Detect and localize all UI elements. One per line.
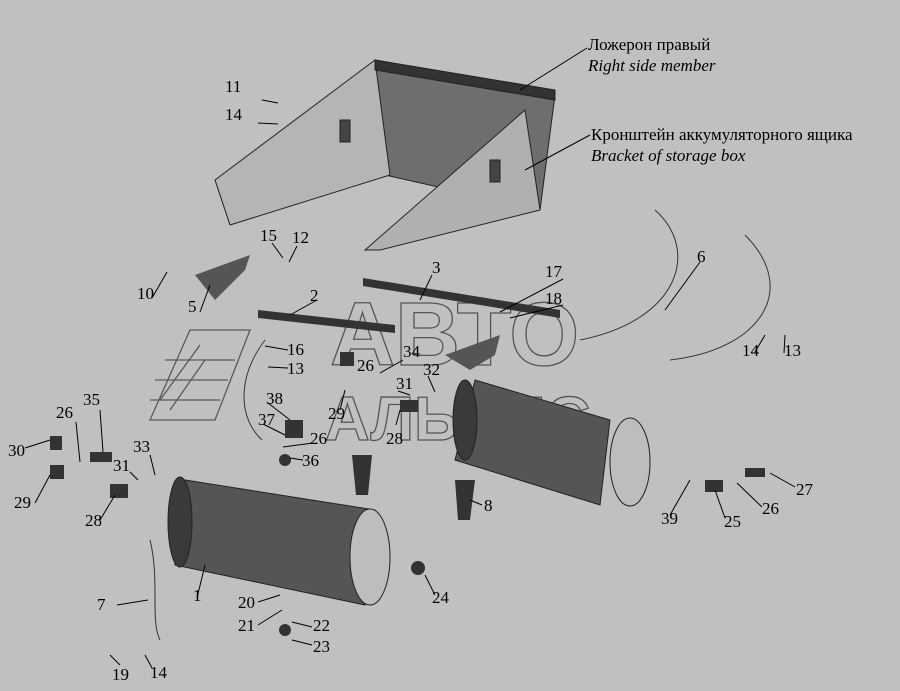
part-number: 7 [97,595,106,614]
part-number: 14 [742,341,760,360]
part-number: 3 [432,258,441,277]
part-number: 14 [150,663,168,682]
part-number: 18 [545,289,562,308]
part-number: 29 [14,493,31,512]
part-number: 38 [266,389,283,408]
part-number: 16 [287,340,304,359]
part-number: 39 [661,509,678,528]
part-number: 20 [238,593,255,612]
part-number: 26 [310,429,327,448]
side-member-bracket [214,59,556,251]
part-number: 21 [238,616,255,635]
part-number: 19 [112,665,129,684]
air-tank-2 [452,379,651,507]
part-number: 17 [545,262,563,281]
part-number: 26 [56,403,73,422]
part-number: 30 [8,441,25,460]
bracket-label-en: Bracket of storage box [591,146,746,165]
part-number: 29 [328,404,345,423]
part-number: 25 [724,512,741,531]
part-number: 5 [188,297,197,316]
part-number: 35 [83,390,100,409]
part-number: 27 [796,480,814,499]
part-number-labels: 11 14 15 12 10 5 2 3 17 18 6 14 13 16 13… [8,77,814,684]
fittings [50,352,765,636]
part-number: 26 [357,356,374,375]
watermark-line1: АВТО [330,285,579,385]
part-number: 22 [313,616,330,635]
part-number: 6 [697,247,706,266]
part-number: 12 [292,228,309,247]
air-tank-1 [167,476,391,606]
part-number: 28 [85,511,102,530]
part-number: 26 [762,499,779,518]
part-number: 13 [784,341,801,360]
part-number: 34 [403,342,421,361]
part-number: 8 [484,496,493,515]
tank-straps [149,209,771,641]
part-number: 37 [258,410,276,429]
part-number: 36 [302,451,319,470]
part-number: 32 [423,360,440,379]
part-number: 15 [260,226,277,245]
part-number: 24 [432,588,450,607]
part-number: 11 [225,77,241,96]
part-number: 10 [137,284,154,303]
supports [352,455,475,520]
bracket-label-ru: Кронштейн аккумуляторного ящика [591,125,853,144]
leader-lines [24,47,796,669]
part-number: 13 [287,359,304,378]
part-number: 2 [310,286,319,305]
part-number: 23 [313,637,330,656]
part-number: 31 [396,374,413,393]
part-number: 28 [386,429,403,448]
part-number: 31 [113,456,130,475]
part-number: 14 [225,105,243,124]
part-number: 33 [133,437,150,456]
side-member-label-en: Right side member [587,56,716,75]
side-member-label-ru: Ложерон правый [588,35,710,54]
part-number: 1 [193,586,202,605]
